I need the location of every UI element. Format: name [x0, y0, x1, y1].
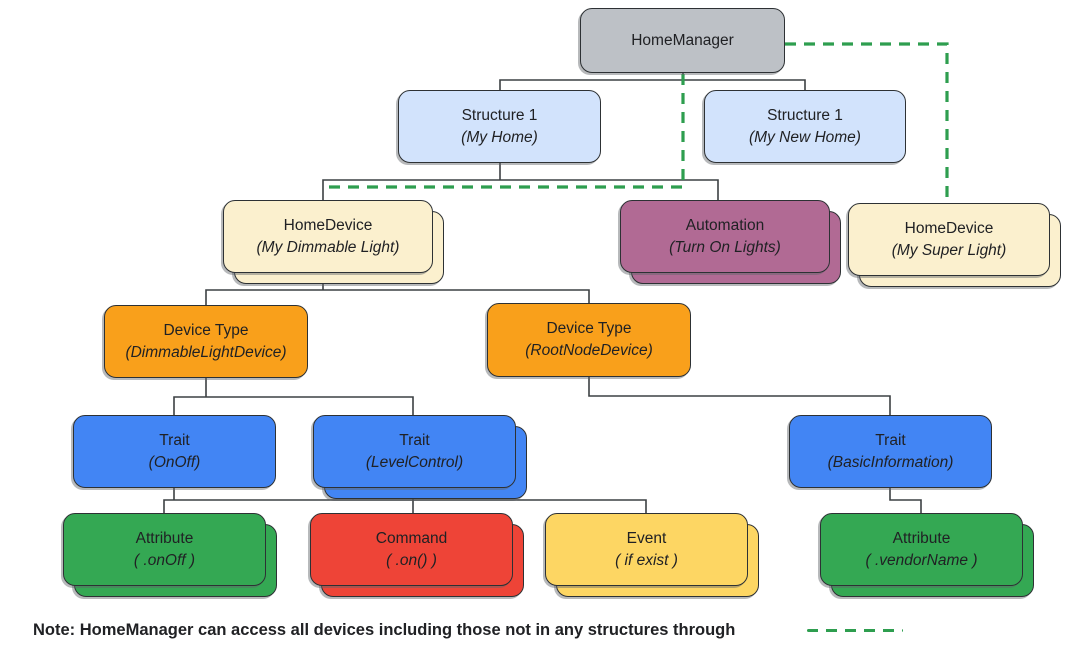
dashed-line-legend-icon: [807, 628, 904, 633]
connector-structures-rail: [499, 79, 806, 100]
footnote-text: Note: HomeManager can access all devices…: [33, 621, 736, 639]
footnote: Note: HomeManager can access all devices…: [33, 621, 904, 640]
dashed-link-homemanager-to-dimmable-light: [326, 74, 685, 189]
connector-basicinfo-to-vendorname: [889, 478, 922, 524]
connector-rootnode-to-basicinfo: [588, 368, 891, 428]
connector-devices-rail: [322, 179, 719, 212]
connector-traits-rail: [173, 396, 414, 428]
dashed-link-homemanager-to-super-light: [785, 42, 949, 206]
connector-devicetypes-rail: [205, 289, 590, 318]
connector-members-rail: [163, 499, 647, 524]
